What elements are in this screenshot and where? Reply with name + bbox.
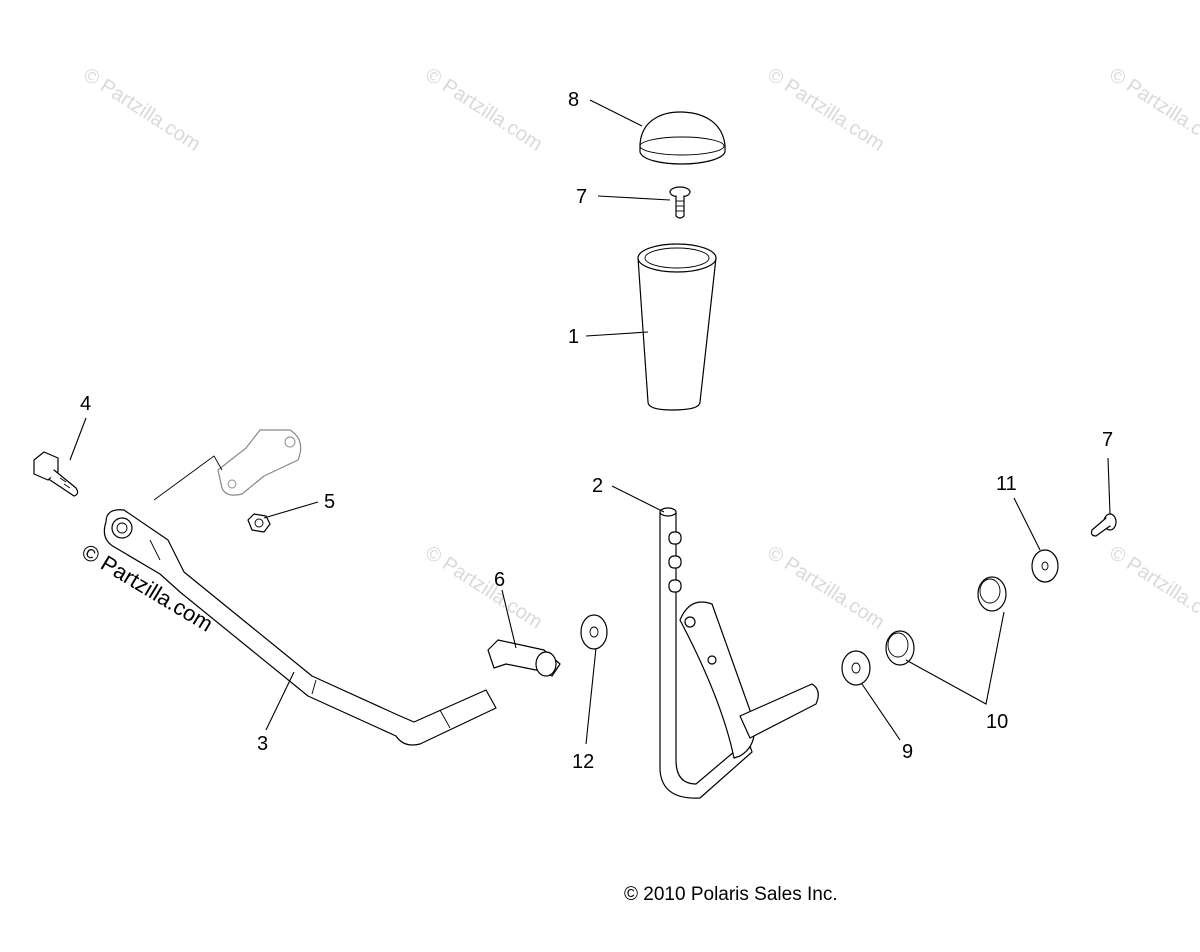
callout-4: 4: [80, 393, 91, 415]
watermark: © Partzilla.com: [79, 64, 204, 156]
leader-10: [905, 611, 1005, 705]
watermark: © Partzilla.com: [421, 64, 546, 156]
callout-3: 3: [257, 733, 268, 755]
leader-2: [611, 485, 665, 513]
part-1-shift-knob: [637, 243, 717, 411]
part-3-shift-rod: [103, 509, 497, 746]
callout-11: 11: [996, 473, 1017, 495]
part-8-knob-cap: [639, 111, 726, 165]
part-4-bolt: [33, 451, 79, 497]
callout-1: 1: [568, 326, 579, 348]
copyright-notice: © 2010 Polaris Sales Inc.: [624, 884, 838, 905]
watermark: © Partzilla.com: [763, 64, 888, 156]
leader-6: [501, 589, 517, 649]
callout-6: 6: [494, 569, 505, 591]
watermark: © Partzilla.com: [1105, 64, 1200, 156]
part-5-nut: [247, 513, 271, 533]
part-7-screw-upper: [669, 186, 691, 219]
callout-10: 10: [986, 711, 1008, 733]
leader-8: [589, 99, 643, 127]
leader-7-right: [1107, 457, 1111, 515]
leader-lines: [69, 99, 1111, 745]
part-10-bushing-b: [977, 576, 1007, 612]
watermark: © Partzilla.com: [421, 542, 546, 634]
part-10-bushing-a: [885, 630, 915, 666]
callout-labels: 8 7 1 4 5 6 2 3 12 9 10 11 7: [80, 89, 1113, 773]
leader-1: [585, 331, 649, 337]
leader-4: [69, 417, 87, 461]
leader-7-upper: [597, 195, 671, 201]
part-12-washer: [580, 614, 608, 650]
leader-12: [585, 647, 597, 745]
leader-5: [263, 501, 319, 519]
callout-9: 9: [902, 741, 913, 763]
callout-7-right: 7: [1102, 429, 1113, 451]
watermark: © Partzilla.com: [1105, 542, 1200, 634]
callout-8: 8: [568, 89, 579, 111]
callout-7-upper: 7: [576, 186, 587, 208]
callout-5: 5: [324, 491, 335, 513]
callout-2: 2: [592, 475, 603, 497]
part-9-washer: [841, 650, 871, 686]
bracket: [153, 429, 302, 501]
part-7-screw-right: [1090, 513, 1117, 537]
leader-11: [1013, 497, 1041, 551]
part-6-clip: [487, 639, 561, 677]
callout-12: 12: [572, 751, 594, 773]
part-2-shift-lever: [659, 507, 819, 799]
part-11-washer: [1031, 549, 1059, 583]
watermark: © Partzilla.com: [763, 542, 888, 634]
leader-9: [861, 683, 901, 741]
leader-3: [265, 671, 295, 731]
